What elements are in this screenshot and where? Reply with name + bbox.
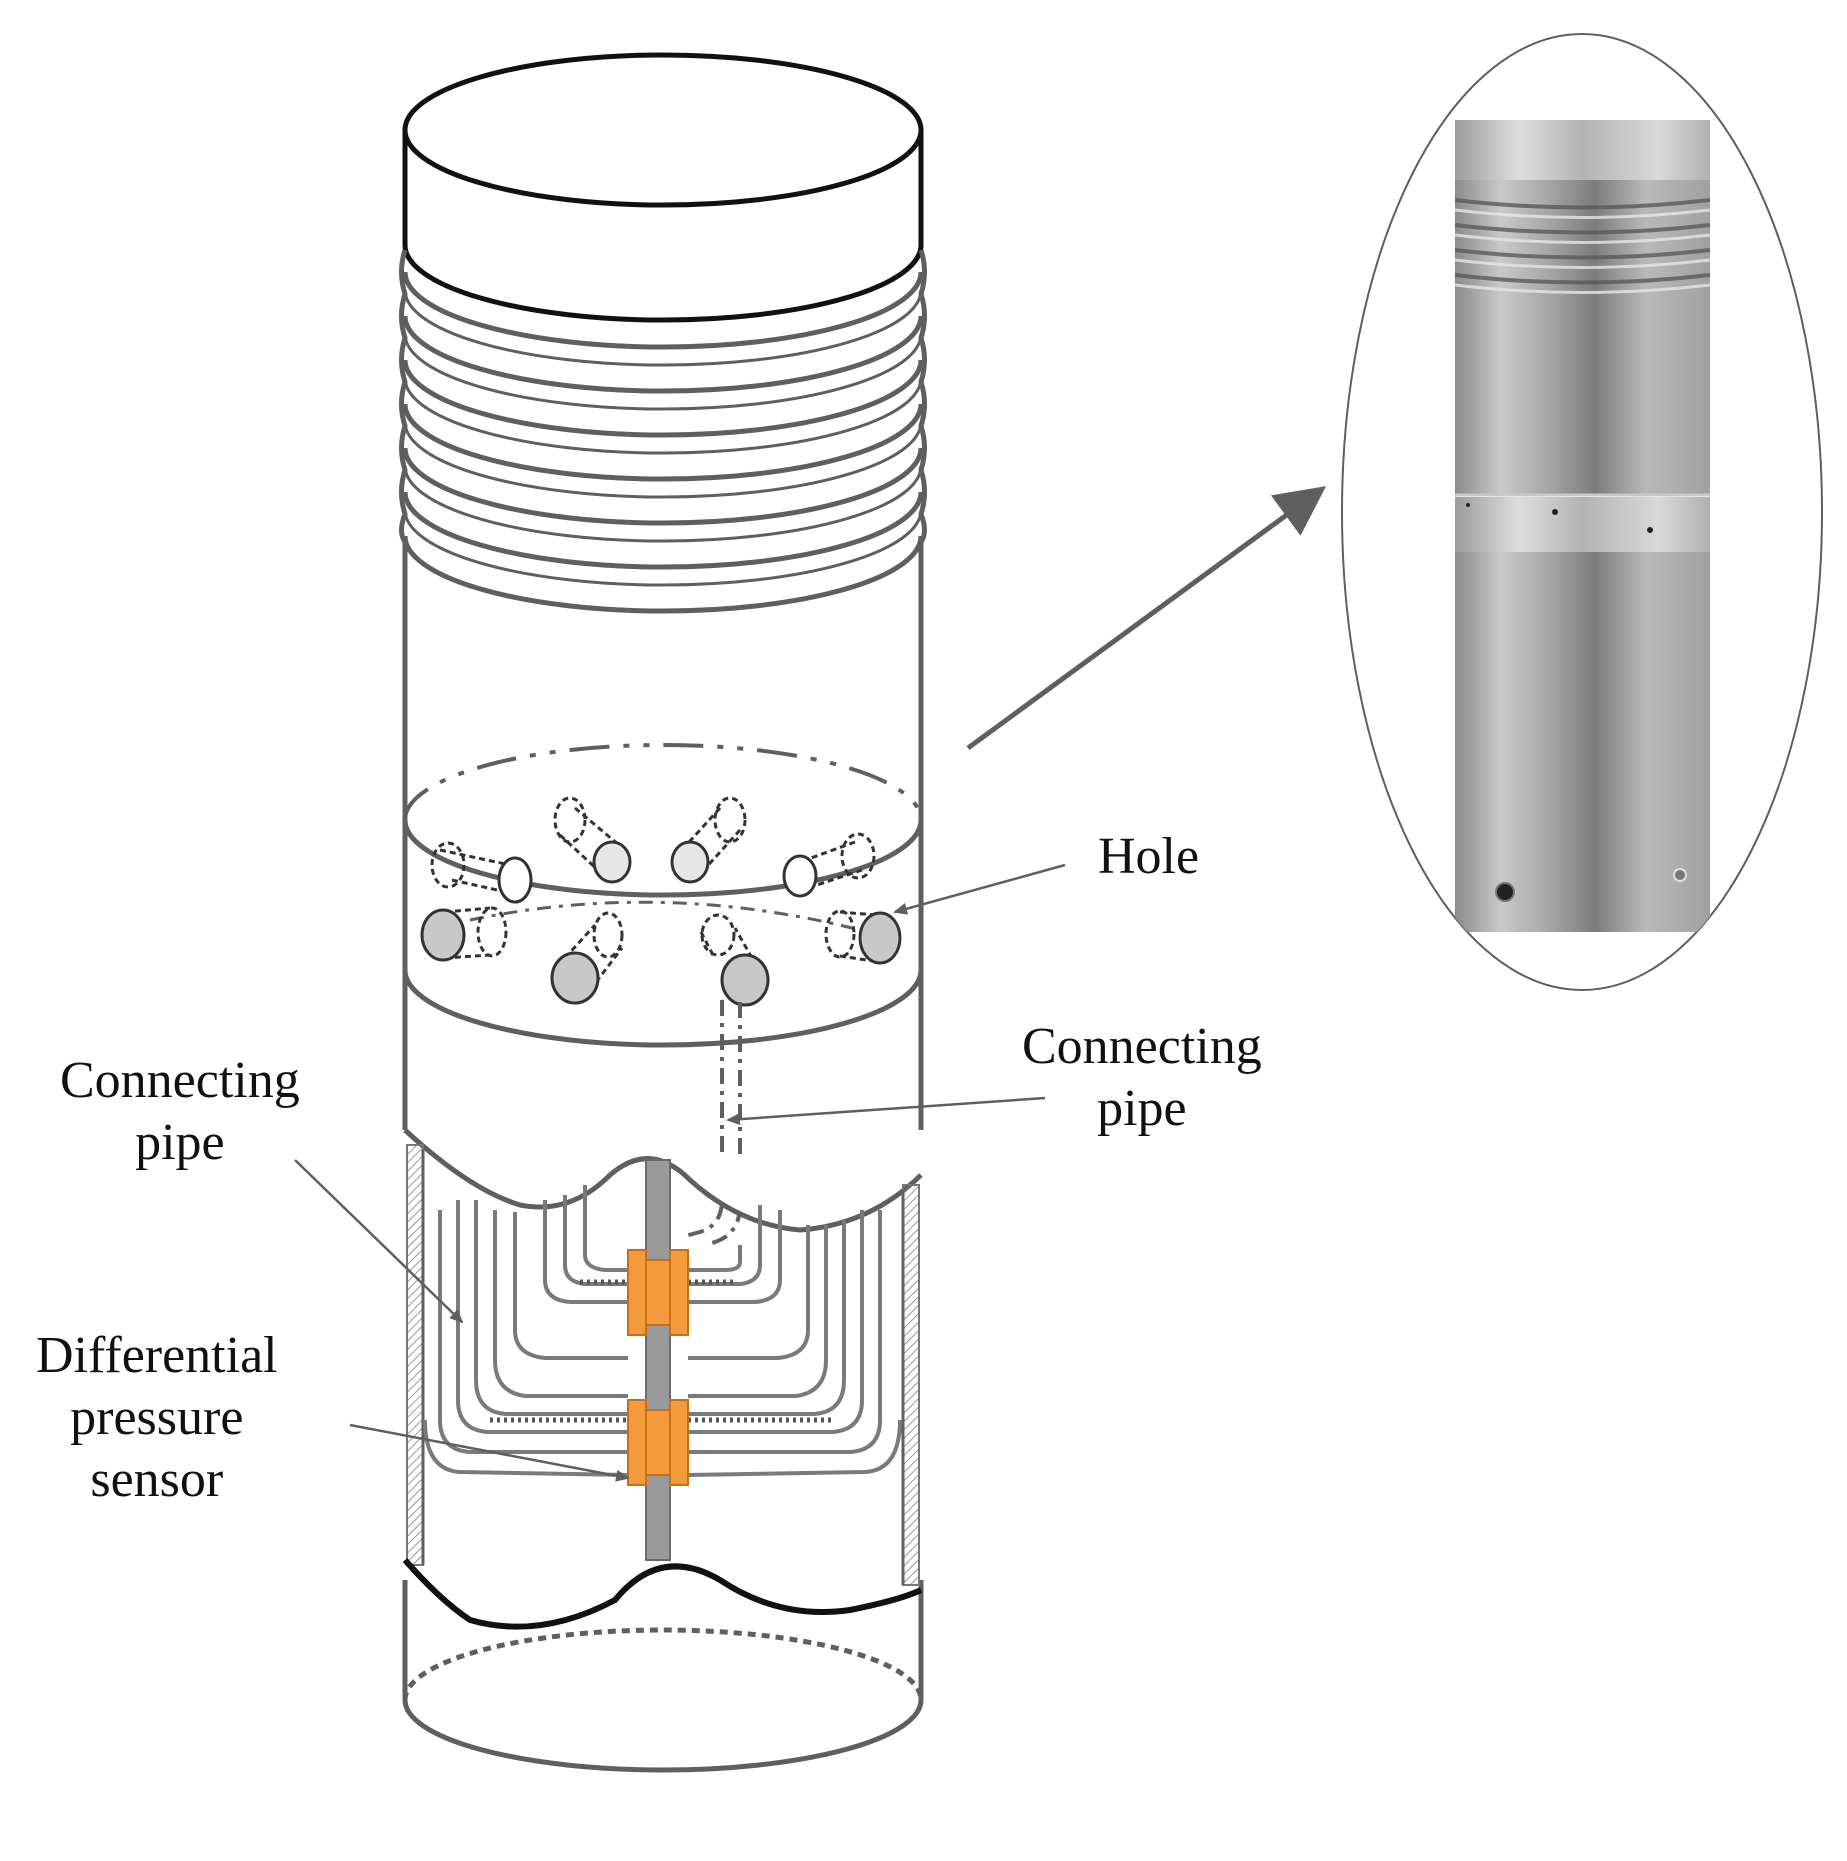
leader-connecting-pipe-right — [726, 1096, 1046, 1126]
hole-front-3 — [698, 913, 770, 1007]
label-connecting-pipe-right-line2: pipe — [1097, 1080, 1187, 1137]
hole-back-2 — [553, 796, 632, 884]
hole-front-2 — [550, 911, 624, 1005]
label-hole-text: Hole — [1098, 828, 1200, 885]
probe-photo-inset — [1341, 33, 1823, 991]
internal-pipes — [423, 1185, 902, 1477]
hole-front-1 — [420, 906, 508, 962]
inset-arrow — [966, 486, 1327, 751]
threaded-section — [399, 249, 927, 614]
leader-hole — [893, 863, 1066, 915]
holes — [420, 796, 902, 1007]
label-connecting-pipe-left-line1: Connecting — [60, 1052, 300, 1109]
probe-cylinder — [399, 52, 927, 1773]
leader-connecting-pipe-left — [294, 1159, 464, 1324]
label-sensor-line2: pressure — [70, 1389, 244, 1446]
hole-back-4 — [782, 832, 876, 898]
hole-back-1 — [430, 841, 533, 904]
leader-lines — [294, 863, 1066, 1482]
label-connecting-pipe-left: Connecting pipe — [60, 1050, 300, 1174]
sensor-upper — [627, 1249, 689, 1336]
hole-front-4 — [824, 909, 902, 965]
sensor-lower — [627, 1399, 689, 1486]
label-connecting-pipe-right-line1: Connecting — [1022, 1018, 1262, 1075]
cutaway-window — [402, 1128, 923, 1630]
top-cap — [402, 52, 924, 323]
sensor-assembly — [627, 1159, 689, 1561]
pipe-dots — [490, 1279, 835, 1423]
hole-back-3 — [670, 796, 747, 884]
hole-ring — [402, 743, 924, 1048]
label-connecting-pipe-left-line2: pipe — [135, 1114, 225, 1171]
dashdot-pipe — [684, 1000, 742, 1245]
bottom-end — [402, 1627, 924, 1773]
label-sensor-line1: Differential — [36, 1327, 278, 1384]
leader-sensor — [349, 1423, 630, 1482]
label-connecting-pipe-right: Connecting pipe — [1022, 1016, 1262, 1140]
label-sensor-line3: sensor — [90, 1451, 224, 1508]
label-differential-pressure-sensor: Differential pressure sensor — [36, 1325, 278, 1511]
label-hole: Hole — [1098, 826, 1199, 888]
